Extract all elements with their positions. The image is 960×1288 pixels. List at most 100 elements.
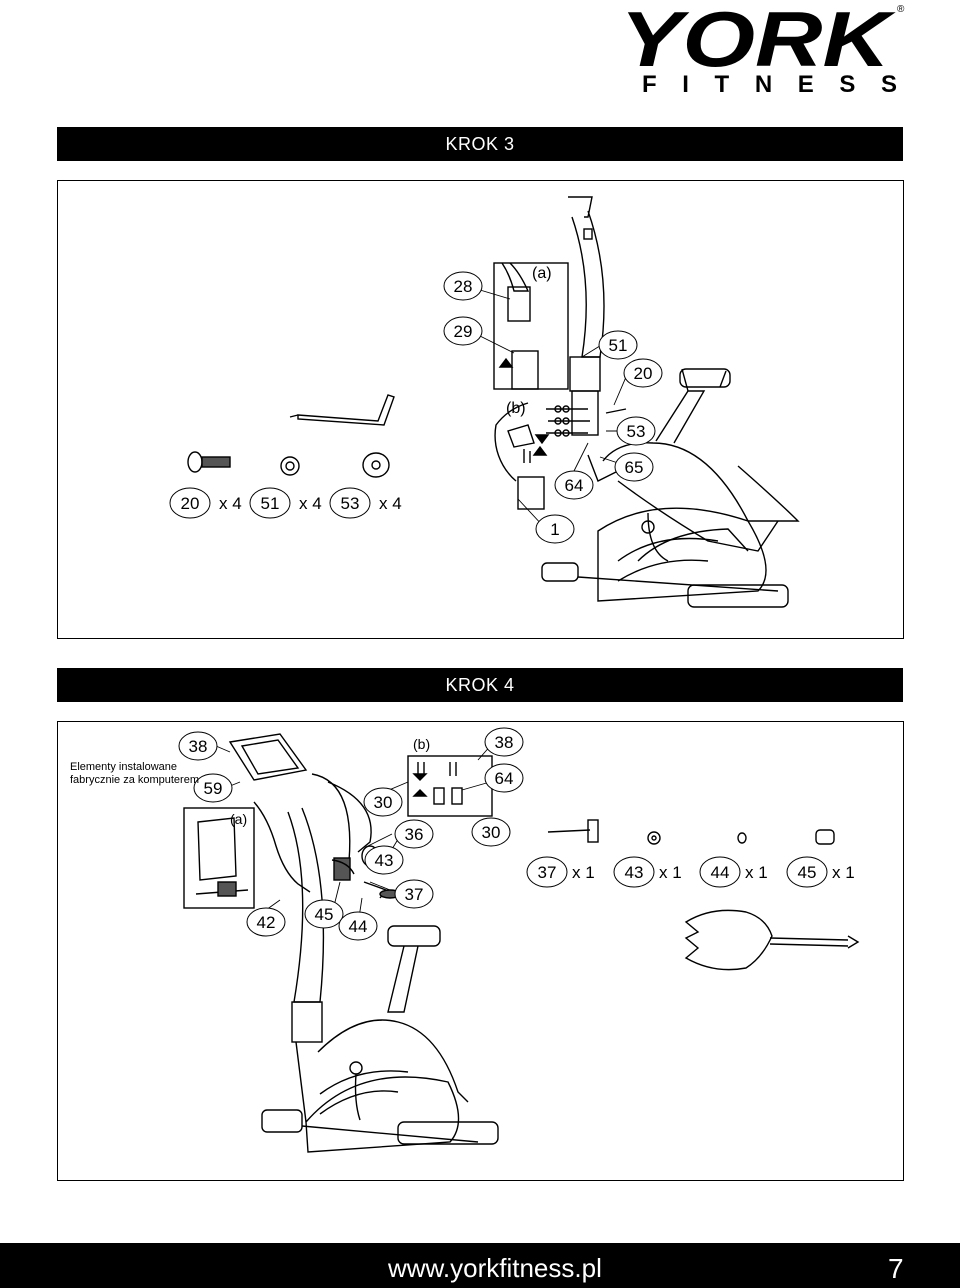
bike-frame [261,1019,499,1153]
svg-text:43: 43 [625,863,644,882]
brand-sub: FITNESS [642,71,897,98]
callout-38-right: 38 [484,727,524,757]
factory-installed-note: Elementy instalowane fabrycznie za kompu… [70,761,199,786]
callout-64: 64 [554,470,594,500]
svg-text:65: 65 [625,458,644,477]
svg-text:64: 64 [565,476,584,495]
svg-text:20: 20 [634,364,653,383]
flat-washer-icon [362,452,390,478]
callout-42: 42 [246,907,286,937]
small-washer-icon [737,832,747,844]
svg-text:53: 53 [627,422,646,441]
svg-text:x 1: x 1 [745,863,768,882]
svg-text:20: 20 [181,494,200,513]
brand-name: YORK [620,0,897,83]
hardware-51: 51 x 4 [249,487,322,519]
allen-key-icon [289,394,395,426]
step4-callouts: 38 59 42 45 44 30 [178,727,524,941]
detail-a-bracket [195,817,249,897]
callout-43: 43 [364,845,404,875]
spring-washer-icon [280,456,300,476]
detail-b-label: (b) [506,400,526,417]
website-link[interactable]: www.yorkfitness.pl [388,1253,602,1283]
svg-text:x 1: x 1 [659,863,682,882]
callout-44: 44 [338,911,378,941]
svg-text:30: 30 [482,823,501,842]
svg-text:1: 1 [550,520,559,539]
step4-hardware: 37 x 1 43 x 1 44 x 1 45 x 1 [526,856,855,888]
hardware-37: 37 x 1 [526,856,595,888]
detail-b-label: (b) [413,736,430,752]
registered-mark: ® [897,4,905,15]
detail-b-arc [494,402,529,482]
svg-text:30: 30 [374,793,393,812]
callout-53: 53 [616,416,656,446]
svg-text:37: 37 [538,863,557,882]
hardware-45: 45 x 1 [786,856,855,888]
step3-panel: (a) (b) 28 29 51 20 53 [57,180,904,639]
washer-icon [647,831,661,845]
callout-36: 36 [394,819,434,849]
page-number: 7 [888,1253,904,1284]
multi-tool-wrench-icon [684,909,860,971]
svg-text:x 4: x 4 [219,494,242,513]
svg-text:x 4: x 4 [379,494,402,513]
svg-text:x 1: x 1 [832,863,855,882]
svg-text:x 1: x 1 [572,863,595,882]
callout-30-right: 30 [471,817,511,847]
callout-28: 28 [443,271,483,301]
svg-text:42: 42 [257,913,276,932]
connector-detail-b [507,424,550,510]
callout-37: 37 [394,879,434,909]
svg-text:29: 29 [454,322,473,341]
computer-console [228,733,308,781]
callout-38: 38 [178,731,218,761]
detail-a-box [183,807,255,909]
callout-59: 59 [193,773,233,803]
detail-a-box [493,262,569,390]
step3-hardware: 20 x 4 51 x 4 53 x 4 [169,487,402,519]
svg-text:53: 53 [341,494,360,513]
callout-64: 64 [484,763,524,793]
handlebar [253,773,372,893]
svg-text:37: 37 [405,885,424,904]
svg-text:38: 38 [189,737,208,756]
step3-header: KROK 3 [57,127,903,161]
callout-65: 65 [614,452,654,482]
bike-frame [541,368,800,608]
callout-30-left: 30 [363,787,403,817]
svg-text:45: 45 [798,863,817,882]
callout-45: 45 [304,899,344,929]
svg-text:51: 51 [261,494,280,513]
svg-text:44: 44 [349,917,368,936]
callout-20: 20 [623,358,663,388]
detail-b-connectors [412,762,463,805]
step4-title: KROK 4 [445,674,515,695]
hardware-43: 43 x 1 [613,856,682,888]
bolt-icon [187,451,231,473]
svg-text:43: 43 [375,851,394,870]
step3-diagram: (a) (b) 28 29 51 20 53 [169,196,800,608]
svg-text:28: 28 [454,277,473,296]
step3-title: KROK 3 [445,133,515,154]
svg-text:36: 36 [405,825,424,844]
hardware-53: 53 x 4 [329,487,402,519]
t-handle-bolt-icon [547,819,599,843]
upright-post [568,196,605,436]
svg-text:x 4: x 4 [299,494,322,513]
step4-diagram: (a) (b) 38 59 42 45 44 [178,727,860,1153]
svg-text:59: 59 [204,779,223,798]
spacer-icon [815,829,835,845]
detail-a-label: (a) [230,811,247,827]
svg-text:45: 45 [315,905,334,924]
york-fitness-logo: YORK ® FITNESS [620,0,905,98]
screw-set-icon [546,405,627,437]
svg-text:44: 44 [711,863,730,882]
step3-callouts: 28 29 51 20 53 65 [443,271,663,544]
step4-panel: (a) (b) 38 59 42 45 44 [57,721,904,1181]
callout-29: 29 [443,316,483,346]
tube-detail-a [498,262,539,390]
callout-1: 1 [535,514,575,544]
step4-header: KROK 4 [57,668,903,702]
svg-text:64: 64 [495,769,514,788]
